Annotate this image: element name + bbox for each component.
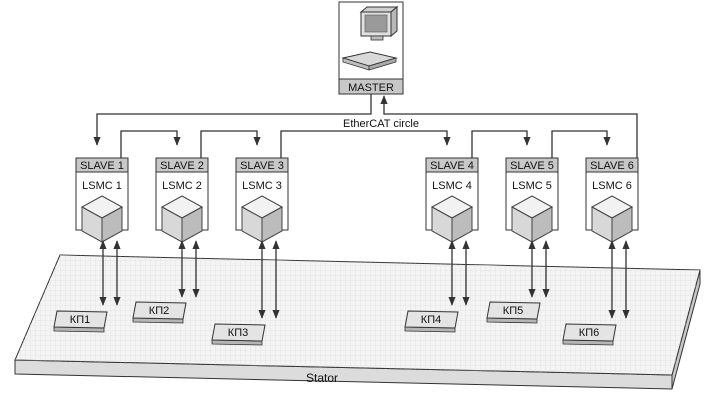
cube-icon	[80, 195, 124, 243]
slave-subtitle: LSMC 2	[162, 180, 202, 192]
pad-6: КП6	[562, 323, 617, 346]
bus-label: EtherCAT circle	[343, 118, 419, 130]
master-node: MASTER	[338, 1, 404, 95]
slave-subtitle: LSMC 1	[82, 180, 122, 192]
cube-icon	[430, 195, 474, 243]
slave-title: SLAVE 4	[430, 160, 474, 172]
stator-label: Stator	[306, 371, 338, 385]
bus-slave6-to-master	[380, 95, 638, 160]
computer-icon	[341, 5, 399, 71]
slave-title: SLAVE 6	[590, 160, 634, 172]
pad-top	[53, 310, 108, 329]
slave-node-4: SLAVE 4 LSMC 4	[425, 157, 479, 243]
link-pair-5	[528, 240, 550, 298]
pad-top	[211, 323, 266, 342]
stator-grid	[15, 255, 700, 375]
slave-title: SLAVE 2	[160, 160, 204, 172]
pad-label: КП6	[579, 327, 599, 339]
link-pair-4	[448, 240, 470, 306]
bus-master-to-slave1	[93, 94, 372, 146]
slave-header	[155, 157, 209, 173]
slave-header	[425, 157, 479, 173]
master-label: MASTER	[348, 82, 394, 94]
pad-label: КП2	[149, 305, 169, 317]
slave-header	[75, 157, 129, 173]
slave-node-2: SLAVE 2 LSMC 2	[155, 157, 209, 243]
pad-4: КП4	[404, 310, 459, 333]
link-pair-1	[99, 240, 121, 306]
pad-label: КП5	[503, 305, 523, 317]
bus-slave3-to-slave4	[280, 130, 451, 160]
pad-label: КП1	[70, 314, 90, 326]
link-pair-6	[608, 240, 630, 319]
slave-node-1: SLAVE 1 LSMC 1	[75, 157, 129, 243]
slave-subtitle: LSMC 5	[512, 180, 552, 192]
cube-icon	[160, 195, 204, 243]
link-pair-3	[258, 240, 280, 319]
slave-node-6: SLAVE 6 LSMC 6	[585, 157, 639, 243]
link-pair-2	[178, 240, 200, 298]
pad-top	[486, 301, 541, 320]
pad-top	[404, 310, 459, 329]
cube-icon	[510, 195, 554, 243]
slave-subtitle: LSMC 6	[592, 180, 632, 192]
stator: Stator	[14, 254, 701, 390]
slave-header	[235, 157, 289, 173]
bus-label-bg	[326, 116, 436, 129]
slave-title: SLAVE 3	[240, 160, 284, 172]
slave-title: SLAVE 5	[510, 160, 554, 172]
pad-top	[562, 323, 617, 342]
bus-slave4-to-slave5	[471, 130, 531, 160]
pad-3: КП3	[211, 323, 266, 346]
slave-subtitle: LSMC 4	[432, 180, 472, 192]
bus-slave2-to-slave3	[200, 130, 261, 160]
cube-icon	[590, 195, 634, 243]
bus-slave5-to-slave6	[551, 130, 611, 160]
slave-header	[585, 157, 639, 173]
pad-top	[132, 301, 187, 320]
slave-header	[505, 157, 559, 173]
ethercat-bus	[93, 94, 638, 160]
slave-node-3: SLAVE 3 LSMC 3	[235, 157, 289, 243]
slave-subtitle: LSMC 3	[242, 180, 282, 192]
slave-node-5: SLAVE 5 LSMC 5	[505, 157, 559, 243]
pad-5: КП5	[486, 301, 541, 324]
pad-label: КП3	[228, 327, 248, 339]
pad-label: КП4	[421, 314, 441, 326]
slave-title: SLAVE 1	[80, 160, 124, 172]
links-layer	[99, 240, 630, 319]
pad-1: КП1	[53, 310, 108, 333]
cube-icon	[240, 195, 284, 243]
pad-2: КП2	[132, 301, 187, 324]
bus-slave1-to-slave2	[120, 130, 181, 160]
